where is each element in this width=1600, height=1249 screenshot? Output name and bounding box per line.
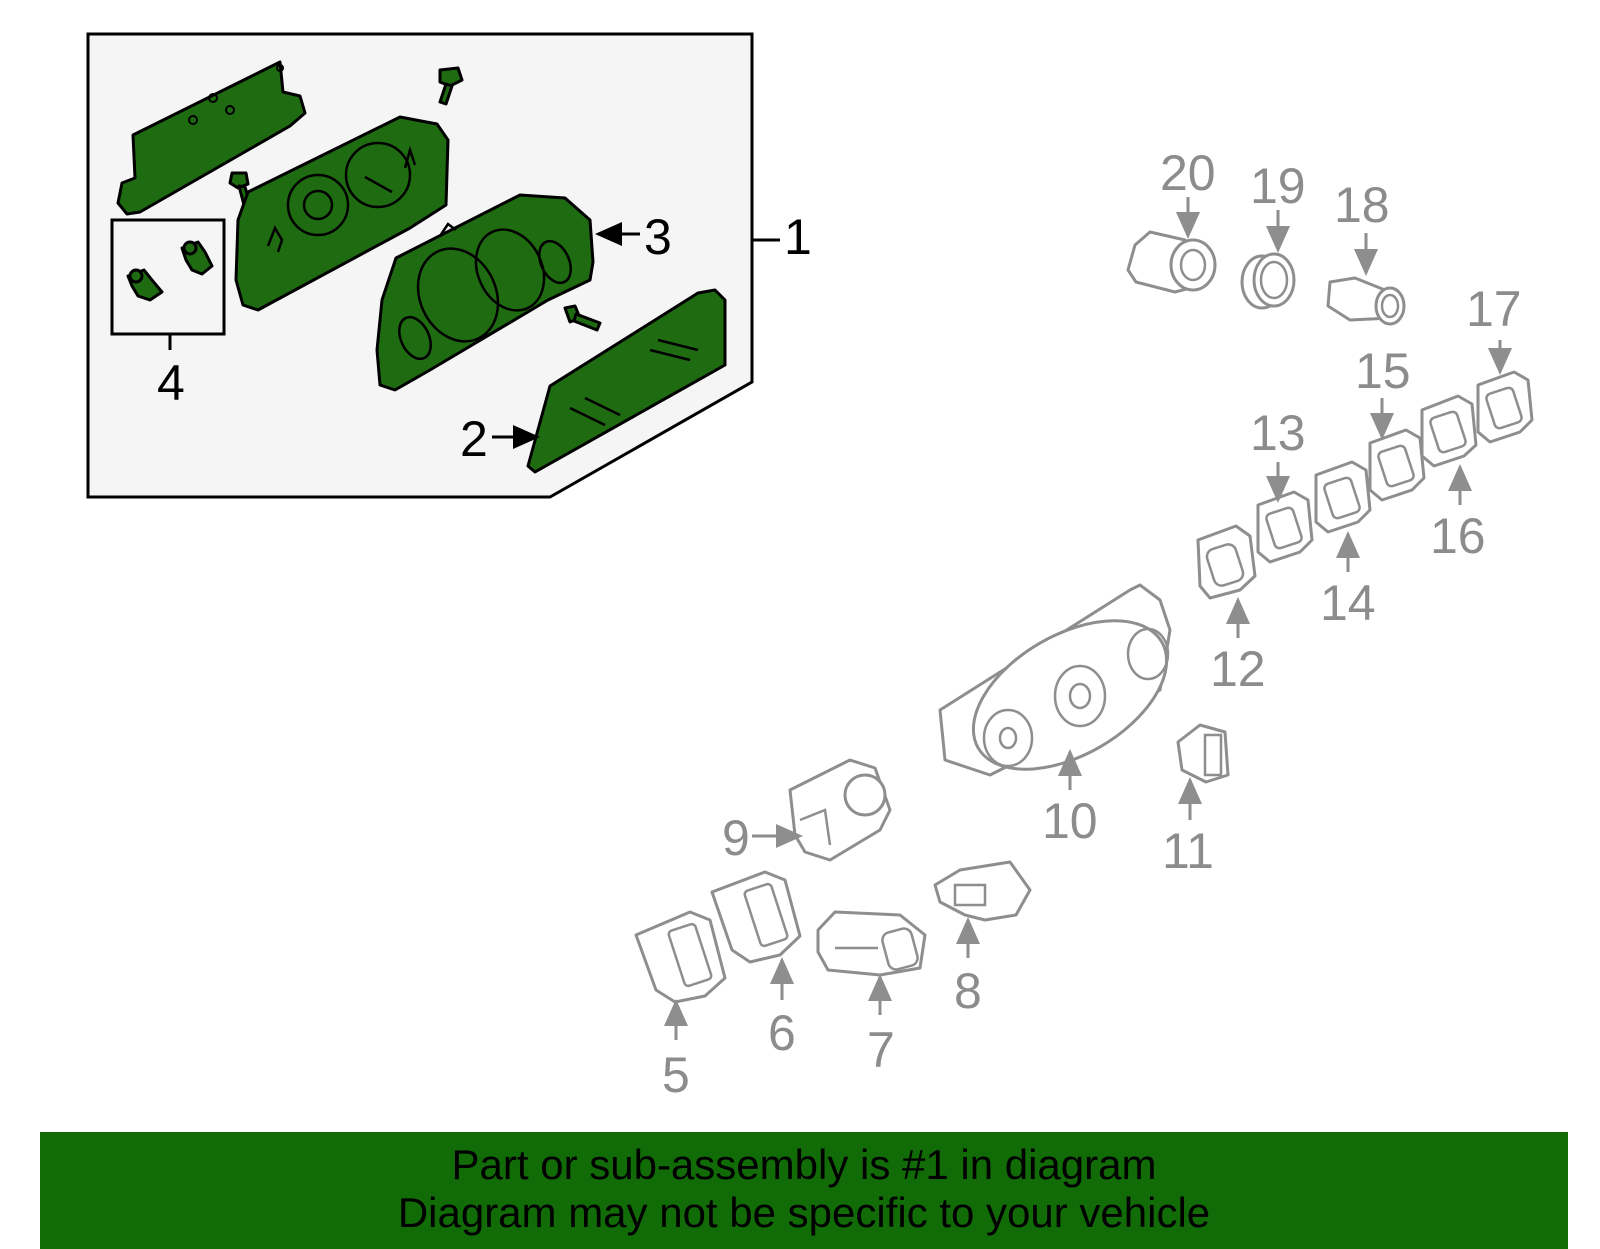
callout-15[interactable]: 15	[1355, 343, 1411, 399]
callout-16[interactable]: 16	[1430, 508, 1486, 564]
banner-line-2: Diagram may not be specific to your vehi…	[397, 1189, 1211, 1236]
part-12-button[interactable]	[1196, 524, 1257, 600]
callout-3[interactable]: 3	[644, 209, 672, 265]
callout-10[interactable]: 10	[1042, 793, 1098, 849]
banner-line-1: Part or sub-assembly is #1 in diagram	[451, 1141, 1157, 1188]
callout-9[interactable]: 9	[722, 810, 750, 866]
back-plate-part[interactable]	[116, 60, 307, 216]
callout-4[interactable]: 4	[157, 355, 185, 411]
part-13-button[interactable]	[1256, 490, 1314, 564]
callout-7[interactable]: 7	[867, 1022, 895, 1078]
screw-right[interactable]	[563, 304, 602, 332]
part-6-switch[interactable]	[710, 870, 802, 964]
part-8-switch[interactable]	[933, 860, 1032, 922]
part-19-ring[interactable]	[1240, 252, 1296, 310]
part-18-connector[interactable]	[1326, 276, 1406, 326]
callout-2[interactable]: 2	[460, 411, 488, 467]
bulb-socket-a[interactable]	[180, 240, 214, 276]
part-20-switch[interactable]	[1126, 230, 1217, 294]
callout-5[interactable]: 5	[662, 1047, 690, 1103]
circuit-board-part[interactable]	[234, 115, 450, 312]
callout-6[interactable]: 6	[768, 1005, 796, 1061]
callout-8[interactable]: 8	[954, 963, 982, 1019]
part-9-knob-switch[interactable]	[788, 758, 892, 862]
callout-13[interactable]: 13	[1250, 405, 1306, 461]
bulb-socket-b[interactable]	[126, 268, 164, 302]
part-15-button[interactable]	[1368, 428, 1426, 502]
part-5-switch[interactable]	[634, 910, 727, 1004]
part-11-switch[interactable]	[1176, 723, 1230, 784]
lens-part[interactable]	[526, 288, 727, 474]
callout-20[interactable]: 20	[1160, 145, 1216, 201]
screw-top[interactable]	[438, 66, 464, 106]
callout-1[interactable]: 1	[784, 209, 812, 265]
callout-19[interactable]: 19	[1250, 158, 1306, 214]
callout-18[interactable]: 18	[1334, 177, 1390, 233]
part-7-switch[interactable]	[816, 910, 927, 977]
callout-17[interactable]: 17	[1466, 281, 1522, 337]
bulb-group-box	[110, 218, 226, 336]
callout-14[interactable]: 14	[1320, 575, 1376, 631]
cluster-face-part[interactable]	[375, 193, 595, 392]
part-14-button[interactable]	[1314, 460, 1372, 534]
callout-11[interactable]: 11	[1162, 823, 1214, 879]
info-banner: Part or sub-assembly is #1 in diagram Di…	[40, 1132, 1568, 1249]
part-10-control-panel[interactable]	[938, 583, 1192, 800]
part-16-button[interactable]	[1420, 394, 1478, 468]
part-17-button[interactable]	[1476, 370, 1534, 444]
callout-12[interactable]: 12	[1210, 641, 1266, 697]
